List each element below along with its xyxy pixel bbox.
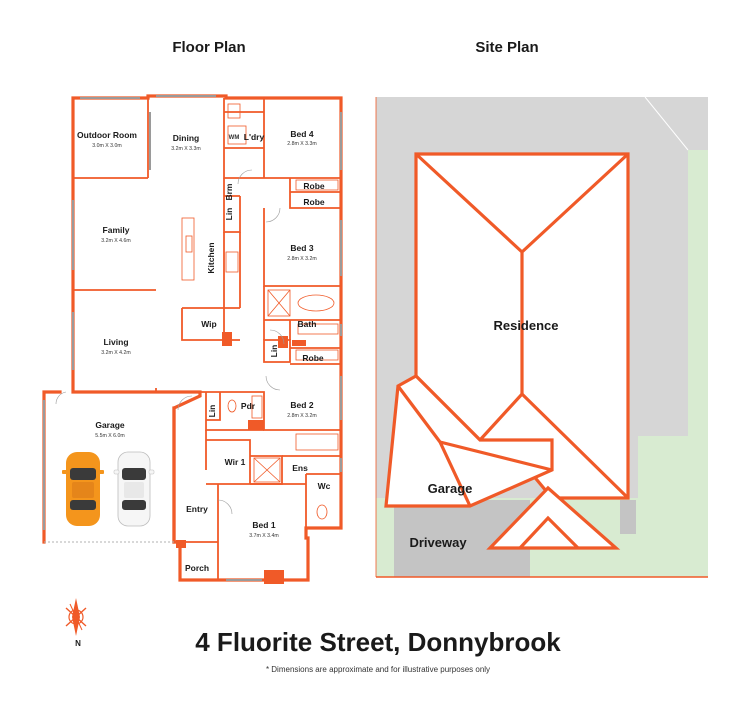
garage-walls	[42, 390, 176, 544]
room-dims-dining: 3.2m X 3.3m	[171, 146, 200, 152]
door-swing	[265, 207, 281, 223]
wall-block	[248, 420, 264, 430]
room-label-dining: Dining	[173, 133, 199, 143]
exterior-wall	[71, 94, 343, 582]
room-label-pdr: Pdr	[241, 401, 256, 411]
ensuite-shower	[253, 457, 281, 483]
room-label-outdoor-room: Outdoor Room	[77, 130, 137, 140]
room-label-wir1: Wir 1	[225, 457, 246, 467]
site-plan-heading: Site Plan	[475, 39, 538, 56]
car-white-icon	[113, 451, 155, 527]
wall-block	[176, 540, 186, 548]
robe-rail	[295, 349, 339, 361]
ensuite-vanity	[295, 433, 339, 451]
door-swing	[265, 375, 281, 391]
floor-plan: Outdoor Room 3.0m X 3.0m Dining 3.2m X 3…	[42, 94, 343, 584]
room-label-laundry: L'dry	[244, 132, 265, 142]
wall-block	[278, 336, 288, 348]
room-dims-bed4: 2.8m X 3.3m	[287, 141, 316, 147]
wc-toilet	[316, 504, 328, 520]
cooktop	[225, 251, 239, 273]
kitchen-wall	[223, 232, 241, 341]
room-label-robe-2: Robe	[303, 197, 325, 207]
shower	[267, 289, 291, 317]
room-dims-bed1: 3.7m X 3.4m	[249, 533, 278, 539]
front-roof	[486, 485, 621, 550]
laundry-tub	[227, 103, 241, 119]
door-swing	[217, 499, 233, 515]
room-dims-garage: 5.5m X 6.0m	[95, 433, 124, 439]
door-swing	[177, 395, 193, 411]
car-orange-icon	[62, 452, 104, 526]
wall-block	[222, 332, 232, 346]
site-label-garage: Garage	[428, 481, 473, 496]
room-label-garage: Garage	[95, 420, 125, 430]
room-label-brm: Brm	[224, 183, 234, 200]
bathtub	[297, 294, 335, 312]
room-label-wip: Wip	[201, 319, 217, 329]
property-address: 4 Fluorite Street, Donnybrook	[195, 627, 561, 657]
room-label-bed4: Bed 4	[290, 129, 313, 139]
room-label-lin-top: Lin	[224, 208, 234, 221]
room-label-wm: WM	[229, 135, 240, 141]
room-label-bed2: Bed 2	[290, 400, 313, 410]
lin-brm-wall	[223, 178, 241, 233]
room-dims-family: 3.2m X 4.6m	[101, 238, 130, 244]
room-label-kitchen: Kitchen	[206, 242, 216, 273]
room-label-bath: Bath	[298, 319, 317, 329]
room-label-ens: Ens	[292, 463, 308, 473]
door-swing	[55, 391, 67, 405]
room-label-bed3: Bed 3	[290, 243, 313, 253]
door-swing	[237, 169, 253, 185]
room-label-entry: Entry	[186, 504, 208, 514]
wall-block	[264, 570, 284, 584]
hall-wall	[200, 391, 341, 431]
north-arrow-icon	[65, 598, 87, 636]
room-label-lin-low: Lin	[207, 405, 217, 418]
floor-plan-heading: Floor Plan	[172, 39, 245, 56]
door-swing	[269, 329, 285, 345]
room-dims-living: 3.2m X 4.2m	[101, 350, 130, 356]
room-label-living: Living	[103, 337, 128, 347]
room-label-porch: Porch	[185, 563, 209, 573]
room-label-robe-1: Robe	[303, 181, 325, 191]
bath-vanity	[297, 323, 339, 335]
site-plan: Residence Garage Driveway	[375, 96, 708, 578]
bed1-entry-wall	[206, 483, 306, 580]
powder-vanity	[251, 395, 263, 419]
site-label-driveway: Driveway	[409, 535, 467, 550]
washing-machine	[227, 125, 247, 145]
room-dims-bed3: 2.8m X 3.2m	[287, 256, 316, 262]
bed4-wall	[264, 177, 341, 209]
room-label-lin-mid: Lin	[269, 345, 279, 358]
kitchen-island	[181, 217, 195, 281]
ens-wall	[282, 455, 342, 528]
room-label-wc: Wc	[318, 481, 331, 491]
lot-boundary	[644, 96, 689, 151]
wall-block	[292, 340, 306, 346]
powder-toilet	[227, 399, 237, 413]
room-label-robe-3: Robe	[302, 353, 324, 363]
outdoor-room-wall	[73, 98, 149, 179]
bath-wall	[263, 286, 341, 340]
robe-rail	[295, 179, 339, 191]
kitchen-sink	[185, 235, 193, 253]
room-dims-outdoor-room: 3.0m X 3.0m	[92, 143, 121, 149]
wip-wall	[181, 307, 240, 341]
north-label: N	[75, 639, 81, 648]
garage-roof	[384, 374, 554, 508]
disclaimer: * Dimensions are approximate and for ill…	[266, 665, 490, 674]
room-label-family: Family	[103, 225, 130, 235]
room-label-bed1: Bed 1	[252, 520, 275, 530]
site-label-residence: Residence	[493, 318, 558, 333]
room-dims-bed2: 2.8m X 3.2m	[287, 413, 316, 419]
